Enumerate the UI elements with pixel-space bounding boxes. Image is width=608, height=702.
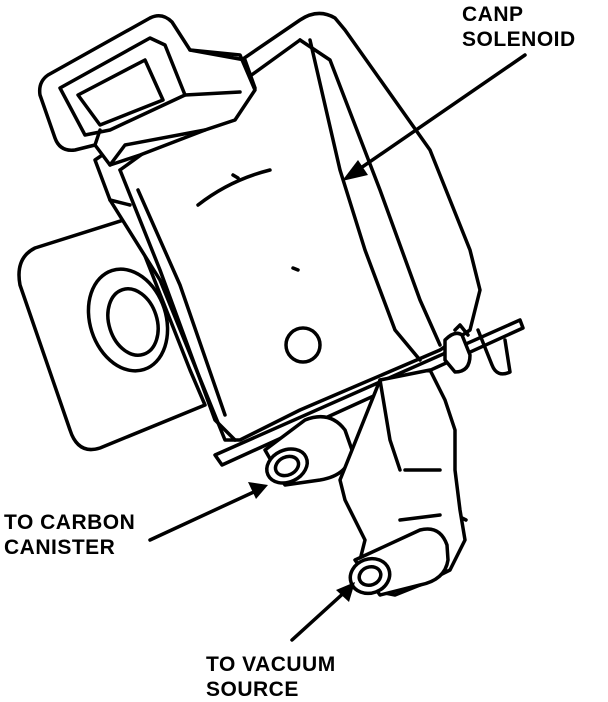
vacuum-source-leader-line	[290, 588, 349, 642]
carbon-canister-port	[263, 414, 354, 487]
carbon-canister-label: TO CARBON CANISTER	[4, 510, 135, 560]
solenoid-leader-line	[353, 53, 527, 174]
vacuum-port-housing	[338, 368, 468, 597]
mounting-bracket-plate	[17, 216, 207, 452]
carbon-canister-label-line2: CANISTER	[4, 536, 116, 559]
carbon-canister-arrowhead	[248, 482, 268, 499]
vacuum-source-arrowhead	[336, 582, 355, 602]
canp-solenoid-label-line2: SOLENOID	[462, 28, 576, 51]
carbon-canister-label-line1: TO CARBON	[4, 511, 136, 534]
solenoid-arrowhead	[342, 160, 368, 181]
vacuum-source-label: TO VACUUM SOURCE	[206, 652, 336, 702]
leader-lines	[148, 53, 527, 642]
carbon-canister-leader-line	[148, 488, 260, 542]
canp-solenoid-label-line1: CANP	[462, 3, 524, 26]
vacuum-source-label-line1: TO VACUUM	[206, 653, 336, 676]
electrical-connector	[37, 14, 257, 167]
canp-solenoid-label: CANP SOLENOID	[462, 2, 576, 52]
vacuum-source-label-line2: SOURCE	[206, 678, 299, 701]
